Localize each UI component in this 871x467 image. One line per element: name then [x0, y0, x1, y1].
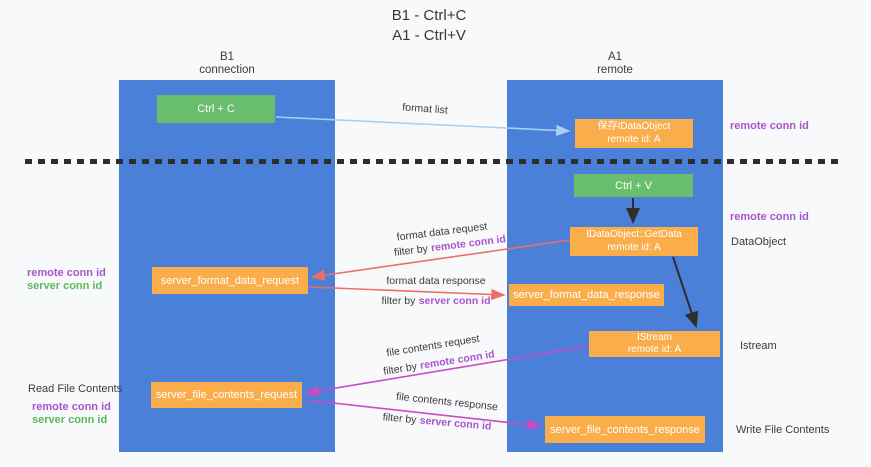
- node-ctrl-c: Ctrl + C: [157, 95, 275, 123]
- annotation-left-bottom-remote: remote conn id: [32, 401, 111, 413]
- node-server-format-data-response-label: server_format_data_response: [513, 289, 660, 301]
- node-istream: IStream remote id: A: [589, 331, 720, 357]
- annotation-left-bottom: remote conn id server conn id: [32, 401, 111, 427]
- lane-header-b1: B1 connection: [119, 51, 335, 77]
- annotation-istream: Istream: [740, 340, 777, 352]
- lane-b1-title: B1: [219, 51, 235, 63]
- annotation-remote-conn-id-top: remote conn id: [730, 120, 809, 132]
- annotation-dataobject: DataObject: [731, 236, 787, 248]
- node-server-file-contents-response: server_file_contents_response: [545, 416, 705, 443]
- node-getdata-line1: IDataObject::GetData: [586, 229, 682, 240]
- annotation-read-file-contents: Read File Contents: [28, 383, 123, 395]
- diagram-title: B1 - Ctrl+C A1 - Ctrl+V: [0, 6, 858, 46]
- annotation-left-mid: remote conn id server conn id: [27, 267, 106, 293]
- title-line-1: B1 - Ctrl+C: [391, 7, 467, 24]
- node-ctrl-v-label: Ctrl + V: [615, 179, 652, 192]
- edge-label-file-contents-response: file contents response: [395, 390, 499, 414]
- node-save-idataobject: 保存IDataObject remote id: A: [575, 119, 693, 148]
- annotation-write-file-contents: Write File Contents: [736, 424, 830, 436]
- node-server-file-contents-request: server_file_contents_request: [151, 382, 302, 408]
- node-getdata-line2: remote id: A: [607, 241, 661, 253]
- dashed-divider-line: [25, 159, 838, 164]
- lane-a1-subtitle: remote: [597, 64, 633, 76]
- lane-a1-title: A1: [607, 51, 623, 63]
- node-server-format-data-request-label: server_format_data_request: [160, 274, 300, 287]
- annotation-remote-conn-id-mid: remote conn id: [730, 211, 809, 223]
- node-server-format-data-response: server_format_data_response: [509, 284, 664, 306]
- lane-b1-subtitle: connection: [199, 64, 255, 76]
- node-ctrl-c-label: Ctrl + C: [197, 103, 235, 115]
- filter-by-text: filter by: [393, 242, 429, 259]
- node-istream-line1: IStream: [636, 331, 672, 343]
- node-ctrl-v: Ctrl + V: [574, 174, 693, 197]
- filter-value-server-conn-id: server conn id: [418, 295, 491, 307]
- edge-label-format-list: format list: [401, 101, 449, 117]
- annotation-left-mid-server: server conn id: [27, 280, 103, 292]
- node-save-idataobject-line2: remote id: A: [607, 133, 661, 145]
- node-istream-line2: remote id: A: [627, 344, 682, 355]
- title-line-2: A1 - Ctrl+V: [392, 27, 466, 44]
- node-server-format-data-request: server_format_data_request: [152, 267, 308, 294]
- filter-by-text: filter by: [381, 295, 416, 307]
- lane-header-a1: A1 remote: [507, 51, 723, 77]
- filter-by-text: filter by: [382, 411, 417, 427]
- node-save-idataobject-line1: 保存IDataObject: [597, 121, 671, 132]
- filter-value-server-conn-id: server conn id: [419, 414, 492, 433]
- arrow-format-data-response: [308, 286, 506, 301]
- node-server-file-contents-response-label: server_file_contents_response: [550, 423, 700, 436]
- edge-label-format-data-response: format data response: [386, 275, 486, 287]
- annotation-left-bottom-server: server conn id: [32, 414, 108, 426]
- node-idataobject-getdata: IDataObject::GetData remote id: A: [570, 227, 698, 256]
- annotation-left-mid-remote: remote conn id: [27, 267, 106, 279]
- node-server-file-contents-request-label: server_file_contents_request: [155, 389, 298, 401]
- filter-by-text: filter by: [382, 360, 418, 378]
